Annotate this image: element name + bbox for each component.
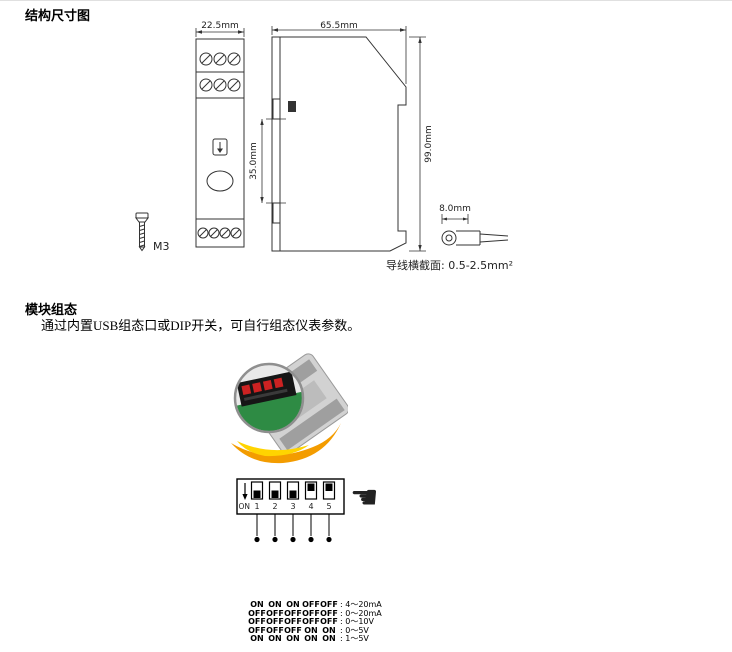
- wire-ferrule-drawing: [441, 214, 509, 246]
- range-label: : 0～10V: [340, 617, 374, 626]
- config-row: OFF OFF OFF OFF OFF : 0～10V: [246, 617, 382, 627]
- section-title-config: 模块组态: [25, 302, 78, 317]
- range-label: : 1～5V: [340, 634, 369, 643]
- switch-state: ON: [250, 634, 264, 643]
- switch-state: ON: [322, 625, 336, 635]
- switch-state: ON: [286, 600, 300, 609]
- dim-ferrule-label: 8.0mm: [439, 204, 471, 214]
- config-description: 通过内置USB组态口或DIP开关，可自行组态仪表参数。: [41, 318, 361, 333]
- switch-state: OFF: [302, 600, 320, 609]
- config-row: ON ON ON OFF OFF : 4～20mA: [246, 600, 382, 610]
- switch-state: OFF: [320, 617, 338, 626]
- switch-state: ON: [268, 634, 282, 643]
- dip-switch-4: [304, 481, 318, 500]
- dip-switch-5: [322, 481, 336, 500]
- wire-cross-section-note: 导线横截面: 0.5-2.5mm²: [386, 258, 513, 272]
- range-label: : 0～5V: [340, 625, 369, 635]
- m3-screw-label: M3: [153, 240, 170, 253]
- dim-front-width-label: 22.5mm: [201, 21, 239, 31]
- side-view-drawing: [271, 36, 407, 252]
- config-row: OFF OFF OFF ON ON : 0～5V: [246, 625, 382, 636]
- switch-state: OFF: [248, 608, 266, 618]
- switch-state: OFF: [266, 617, 284, 626]
- switch-state: OFF: [266, 608, 284, 618]
- dip-position-5: 5: [326, 502, 331, 511]
- switch-state: OFF: [302, 617, 320, 626]
- orange-swoosh: [231, 423, 341, 464]
- on-direction-arrow-icon: [242, 483, 248, 500]
- dimension-drawing: 22.5mm 65.5mm 35.0mm 99.0mm 8.0mm M3 导线横…: [135, 21, 513, 272]
- dim-inner-height-lines: [260, 118, 286, 204]
- m3-screw-drawing: [135, 212, 149, 252]
- dim-total-height-label: 99.0mm: [424, 125, 434, 163]
- range-label: : 0～20mA: [340, 608, 382, 618]
- switch-state: ON: [250, 600, 264, 609]
- switch-state: OFF: [284, 625, 302, 635]
- range-label: : 4～20mA: [340, 600, 382, 609]
- dim-inner-height-label: 35.0mm: [249, 142, 259, 180]
- dim-front-width-lines: [195, 28, 245, 37]
- switch-state: OFF: [248, 625, 266, 635]
- dip-switch-1: [250, 481, 264, 500]
- switch-state: OFF: [320, 600, 338, 609]
- config-row: OFF OFF OFF OFF OFF : 0～20mA: [246, 608, 382, 619]
- switch-state: ON: [304, 634, 318, 643]
- dip-position-4: 4: [308, 502, 313, 511]
- dip-on-label: ON: [239, 502, 251, 511]
- switch-state: OFF: [284, 608, 302, 618]
- dip-connector-lines: [254, 514, 332, 543]
- switch-state: OFF: [266, 625, 284, 635]
- dip-position-3: 3: [290, 502, 295, 511]
- dim-side-width-lines: [271, 26, 407, 84]
- config-row: ON ON ON ON ON : 1～5V: [246, 634, 382, 644]
- dip-position-1: 1: [254, 502, 259, 511]
- dim-side-width-label: 65.5mm: [320, 21, 358, 31]
- dip-switch-diagram: ON 1 2 3 4 5 ☚: [236, 478, 379, 516]
- pointing-hand-icon: ☚: [350, 478, 379, 516]
- config-table: ON ON ON OFF OFF : 4～20mA OFF OFF OFF OF…: [246, 600, 382, 644]
- switch-state: ON: [304, 625, 318, 635]
- front-view-drawing: [195, 38, 245, 248]
- switch-state: ON: [286, 634, 300, 643]
- dim-total-height-lines: [409, 36, 426, 252]
- switch-state: OFF: [284, 617, 302, 626]
- switch-state: ON: [322, 634, 336, 643]
- switch-state: ON: [268, 600, 282, 609]
- switch-state: OFF: [302, 608, 320, 618]
- dip-position-2: 2: [272, 502, 277, 511]
- module-photo-illustration: [231, 353, 348, 464]
- dip-switch-2: [268, 481, 282, 500]
- switch-state: OFF: [248, 617, 266, 626]
- dip-switch-3: [286, 481, 300, 500]
- section-title-structure: 结构尺寸图: [25, 8, 91, 23]
- switch-state: OFF: [320, 608, 338, 618]
